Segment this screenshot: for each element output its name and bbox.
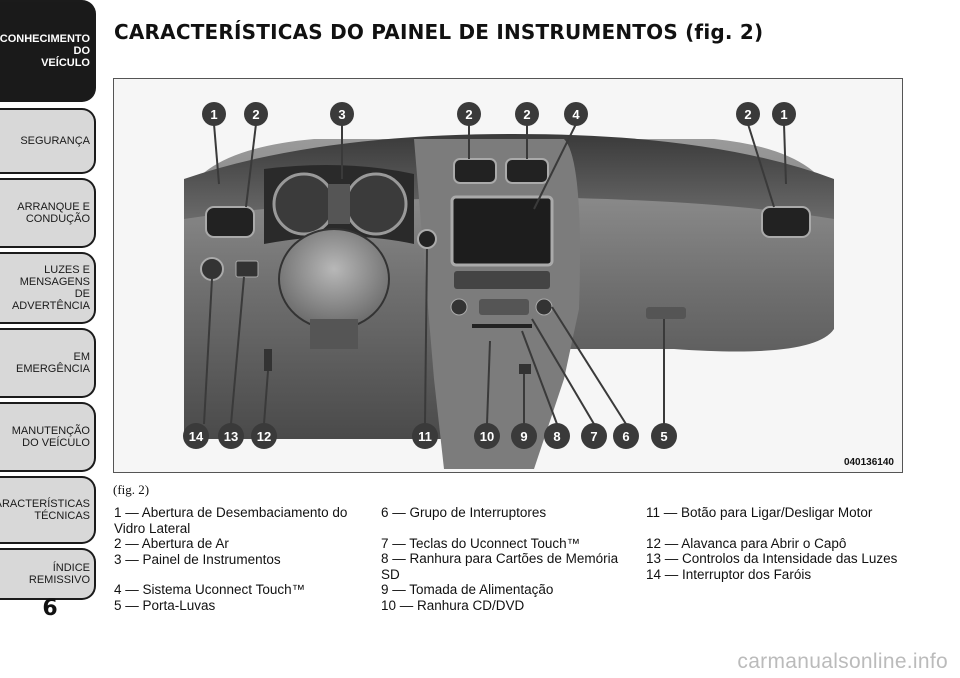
dashboard-illustration: 1 2 3 2 2 4 2 1 14 13 12 11 10 9 8 7 6 5… [183,102,894,469]
callout-6: 6 [613,423,639,449]
legend-item-5: 5 — Porta-Luvas [114,597,216,613]
chapter-sidebar: CONHECIMENTO DO VEÍCULO SEGURANÇA ARRANQ… [0,0,100,678]
tab-seguranca[interactable]: SEGURANÇA [0,108,96,174]
svg-text:2: 2 [252,107,259,122]
climate-knob-left [450,298,468,316]
svg-text:5: 5 [660,429,667,444]
callout-2-c: 2 [515,102,539,126]
callout-9: 9 [511,423,537,449]
svg-text:4: 4 [572,107,580,122]
cd-slot [472,324,532,328]
tab-em-emergencia[interactable]: EM EMERGÊNCIA [0,328,96,398]
svg-text:9: 9 [520,429,527,444]
tab-arranque-e-conducao[interactable]: ARRANQUE E CONDUÇÃO [0,178,96,248]
steering-wheel [278,228,390,330]
svg-text:1: 1 [210,107,217,122]
callout-14: 14 [183,423,209,449]
speedometer [272,172,336,236]
svg-text:2: 2 [744,107,751,122]
legend-item-1: 1 — Abertura de Desembaciamento do Vidro… [114,505,348,536]
legend-column-1: 1 — Abertura de Desembaciamento do Vidro… [114,505,364,613]
svg-text:6: 6 [622,429,629,444]
legend-column-3: 11 — Botão para Ligar/Desligar Motor 12 … [646,505,906,582]
callout-2-d: 2 [736,102,760,126]
svg-text:2: 2 [523,107,530,122]
legend-item-10: 10 — Ranhura CD/DVD [381,597,525,613]
climate-buttons [479,299,529,315]
svg-text:13: 13 [224,429,238,444]
svg-text:14: 14 [189,429,204,444]
tab-conhecimento-do-veiculo[interactable]: CONHECIMENTO DO VEÍCULO [0,0,96,102]
callout-10: 10 [474,423,500,449]
tachometer [344,172,408,236]
steering-column [310,319,358,349]
callout-3: 3 [330,102,354,126]
svg-text:8: 8 [553,429,560,444]
svg-text:12: 12 [257,429,271,444]
figure-caption: (fig. 2) [113,482,150,497]
climate-knob-right [535,298,553,316]
callout-11: 11 [412,423,438,449]
legend-item-6: 6 — Grupo de Interruptores [381,505,547,520]
callout-8: 8 [544,423,570,449]
touch-keys [454,271,550,289]
legend-item-7: 7 — Teclas do Uconnect Touch™ [381,535,581,551]
svg-text:3: 3 [338,107,345,122]
figure-code: 040136140 [844,457,894,468]
tab-manutencao-do-veiculo[interactable]: MANUTENÇÃO DO VEÍCULO [0,402,96,472]
start-stop-button [417,229,437,249]
tab-indice-remissivo[interactable]: ÍNDICE REMISSIVO [0,548,96,600]
svg-text:7: 7 [590,429,597,444]
callout-12: 12 [251,423,277,449]
callout-2-b: 2 [457,102,481,126]
tab-caracteristicas-tecnicas[interactable]: CARACTERÍSTICAS TÉCNICAS [0,476,96,544]
legend-item-14: 14 — Interruptor dos Faróis [646,566,812,582]
svg-text:11: 11 [418,429,432,444]
legend-item-9: 9 — Tomada de Alimentação [381,582,554,597]
touch-screen [450,195,554,267]
glove-box-handle [646,307,686,319]
watermark: carmanualsonline.info [737,650,948,673]
callout-5: 5 [651,423,677,449]
callout-13: 13 [218,423,244,449]
headlamp-switch [200,257,224,281]
page-title: CARACTERÍSTICAS DO PAINEL DE INSTRUMENTO… [114,20,764,44]
callout-2-a: 2 [244,102,268,126]
callout-numbers: 1 2 3 2 2 4 2 1 14 13 12 11 10 9 8 7 6 5 [183,102,796,449]
tab-luzes-e-mensagens[interactable]: LUZES E MENSAGENS DE ADVERTÊNCIA [0,252,96,324]
legend-item-2: 2 — Abertura de Ar [114,536,229,551]
legend-item-13: 13 — Controlos da Intensidade das Luzes [646,551,898,566]
legend-item-12: 12 — Alavanca para Abrir o Capô [646,535,847,551]
cluster-display [328,184,350,224]
svg-text:10: 10 [480,429,494,444]
legend-item-8: 8 — Ranhura para Cartões de Memória SD [381,551,619,582]
callout-1-right: 1 [772,102,796,126]
center-left-air-vent [453,158,497,184]
legend-item-11: 11 — Botão para Ligar/Desligar Motor [646,505,873,520]
callout-lines [203,123,787,425]
power-outlet [519,364,531,374]
legend-item-3: 3 — Painel de Instrumentos [114,551,281,567]
callout-4: 4 [564,102,588,126]
callout-1-left: 1 [202,102,226,126]
svg-text:1: 1 [780,107,787,122]
hood-release-lever [264,349,272,371]
right-air-vent [761,206,811,238]
page-number: 6 [42,596,58,621]
left-air-vent [205,206,255,238]
dashboard-figure: 1 2 3 2 2 4 2 1 14 13 12 11 10 9 8 7 6 5… [113,78,903,473]
legend-item-4: 4 — Sistema Uconnect Touch™ [114,582,306,597]
callout-7: 7 [581,423,607,449]
svg-text:2: 2 [465,107,472,122]
dimmer-controls [235,260,259,278]
center-right-air-vent [505,158,549,184]
legend-column-2: 6 — Grupo de Interruptores 7 — Teclas do… [381,505,631,613]
